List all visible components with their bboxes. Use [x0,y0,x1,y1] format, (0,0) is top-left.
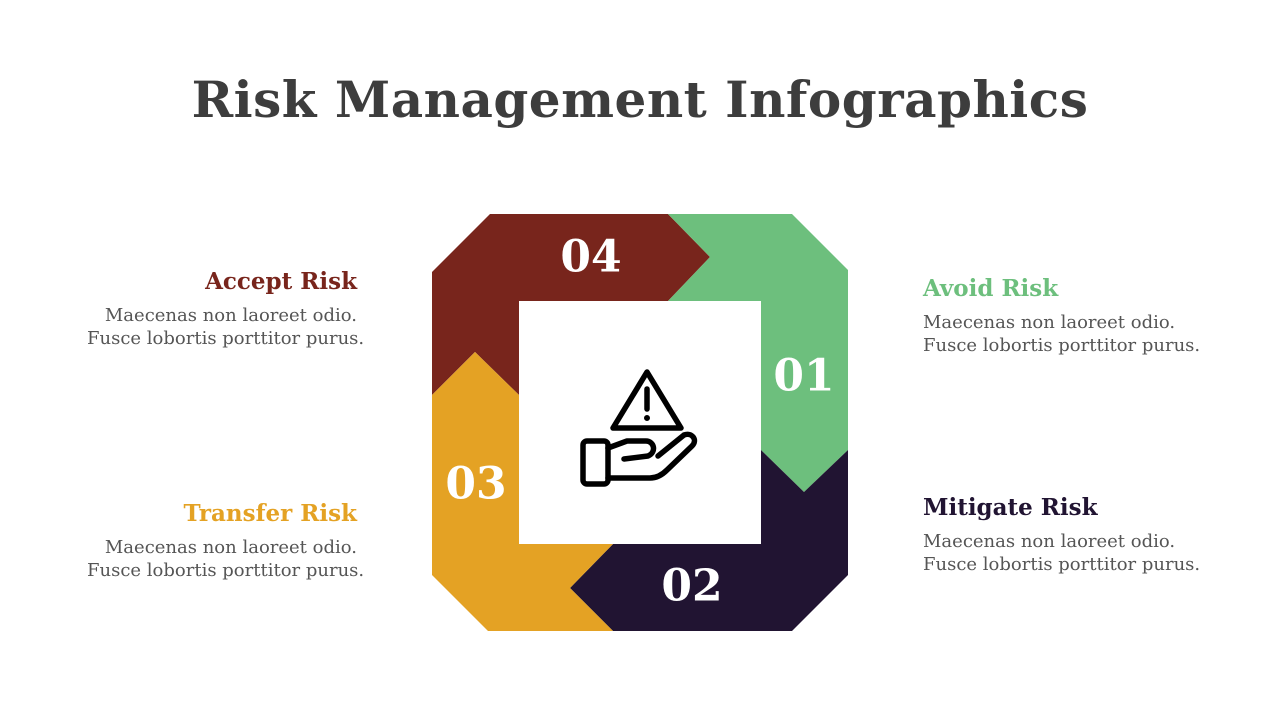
step-transfer-line-1: Maecenas non laoreet odio. [104,536,357,558]
step-accept-heading: Accept Risk [205,268,357,295]
center-panel [519,301,761,544]
step-avoid-block: Avoid Risk Maecenas non laoreet odio. Fu… [923,275,1201,358]
step-number-03: 03 [445,459,506,510]
step-mitigate-description: Maecenas non laoreet odio. Fusce loborti… [923,530,1201,577]
step-avoid-description: Maecenas non laoreet odio. Fusce loborti… [923,311,1201,358]
segment-avoid [668,214,848,492]
step-avoid-line-1: Maecenas non laoreet odio. [923,311,1176,333]
step-mitigate-line-1: Maecenas non laoreet odio. [923,530,1176,552]
step-avoid-heading: Avoid Risk [923,275,1059,302]
step-mitigate-heading: Mitigate Risk [923,494,1098,521]
step-number-04: 04 [560,232,621,283]
step-transfer-line-2: Fusce lobortis porttitor purus. [87,559,365,581]
step-mitigate-block: Mitigate Risk Maecenas non laoreet odio.… [923,494,1201,577]
step-number-02: 02 [661,561,722,612]
segment-transfer [432,352,613,631]
step-transfer-heading: Transfer Risk [183,500,357,527]
page-title: Risk Management Infographics [191,70,1089,129]
step-accept-description: Maecenas non laoreet odio. Fusce loborti… [87,304,365,351]
step-accept-line-1: Maecenas non laoreet odio. [104,304,357,326]
segment-accept [432,214,710,395]
step-mitigate-line-2: Fusce lobortis porttitor purus. [923,553,1201,575]
step-number-01: 01 [773,351,834,402]
step-accept-line-2: Fusce lobortis porttitor purus. [87,327,365,349]
step-avoid-line-2: Fusce lobortis porttitor purus. [923,334,1201,356]
hand-holding-warning-icon [580,369,698,487]
step-accept-block: Accept Risk Maecenas non laoreet odio. F… [87,268,365,351]
step-transfer-description: Maecenas non laoreet odio. Fusce loborti… [87,536,365,583]
segment-mitigate [570,450,848,631]
step-transfer-block: Transfer Risk Maecenas non laoreet odio.… [87,500,365,583]
